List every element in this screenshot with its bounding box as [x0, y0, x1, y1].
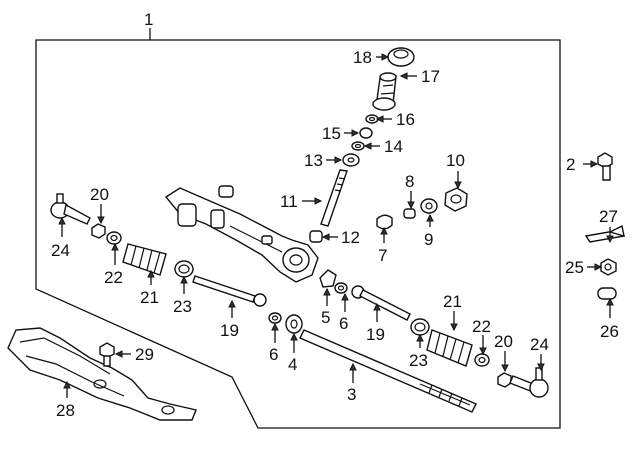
callout-14: 14 [384, 137, 403, 156]
part-20-nut-right[interactable] [497, 372, 512, 388]
part-5-clip[interactable] [319, 269, 337, 288]
part-26-grommet[interactable] [597, 287, 617, 300]
callout-2: 2 [566, 155, 575, 174]
callout-9: 9 [424, 230, 433, 249]
callout-23b: 23 [409, 351, 428, 370]
callout-10: 10 [446, 151, 465, 170]
part-19-inner-tie-rod-right[interactable] [351, 285, 411, 321]
callout-labels: 1 2 3 4 5 6 6 7 8 9 10 11 12 13 14 15 16… [51, 10, 619, 420]
callout-26: 26 [600, 322, 619, 341]
callout-24b: 24 [530, 335, 549, 354]
callout-3: 3 [347, 385, 356, 404]
part-8-plug[interactable] [403, 208, 416, 219]
part-22-clamp-right[interactable] [474, 353, 490, 367]
callout-18: 18 [353, 48, 372, 67]
part-18-cap[interactable] [387, 47, 415, 67]
part-25-nut[interactable] [600, 258, 617, 276]
callout-23a: 23 [173, 297, 192, 316]
part-7-cup[interactable] [376, 214, 393, 230]
part-6-washer-left[interactable] [268, 312, 282, 324]
part-10-nut[interactable] [444, 187, 468, 212]
callout-25: 25 [565, 258, 584, 277]
callout-21b: 21 [443, 292, 462, 311]
part-14-washer[interactable] [351, 141, 365, 151]
part-19-inner-tie-rod-left[interactable] [192, 275, 267, 307]
callout-19b: 19 [366, 325, 385, 344]
part-16-washer[interactable] [365, 114, 379, 124]
part-12-bearing[interactable] [309, 230, 323, 243]
callout-4: 4 [288, 355, 297, 374]
callout-13: 13 [304, 151, 323, 170]
part-24-tie-rod-end-left[interactable] [50, 193, 91, 225]
part-23-clamp-left[interactable] [174, 260, 194, 278]
callout-28: 28 [56, 401, 75, 420]
part-6-washer-right[interactable] [334, 282, 348, 294]
callout-22a: 22 [104, 268, 123, 287]
callout-6a: 6 [339, 314, 348, 333]
callout-16: 16 [396, 110, 415, 129]
callout-15: 15 [322, 124, 341, 143]
callout-11: 11 [280, 192, 298, 211]
callout-20a: 20 [90, 185, 109, 204]
leader-lines [58, 53, 614, 398]
part-17-boot[interactable] [372, 72, 397, 111]
part-steering-gear-housing[interactable] [164, 185, 319, 283]
callout-29: 29 [135, 345, 154, 364]
part-27-bracket[interactable] [584, 224, 626, 243]
part-20-nut-left[interactable] [91, 223, 106, 239]
callout-24a: 24 [51, 241, 70, 260]
part-9-bushing[interactable] [420, 198, 438, 214]
part-21-boot-left[interactable] [122, 243, 167, 276]
part-24-tie-rod-end-right[interactable] [509, 367, 549, 398]
part-23-clamp-right[interactable] [410, 318, 430, 336]
part-21-boot-right[interactable] [426, 329, 473, 367]
callout-12: 12 [341, 228, 360, 247]
assembly-frame [35, 39, 561, 429]
part-3-rack[interactable] [299, 329, 477, 413]
callout-21a: 21 [140, 288, 159, 307]
part-28-heat-shield[interactable] [7, 327, 197, 421]
part-4-mount-bushing[interactable] [285, 314, 303, 334]
callout-7: 7 [378, 246, 387, 265]
callout-5: 5 [321, 308, 330, 327]
part-2-bolt[interactable] [597, 152, 613, 181]
callout-20b: 20 [494, 332, 513, 351]
callout-6b: 6 [269, 345, 278, 364]
part-15-bushing[interactable] [359, 127, 373, 139]
callout-8: 8 [405, 172, 414, 191]
callout-19a: 19 [220, 321, 239, 340]
part-11-pinion-shaft[interactable] [320, 169, 348, 227]
callout-1: 1 [144, 10, 153, 29]
part-13-seal[interactable] [342, 153, 360, 167]
callout-17: 17 [421, 67, 440, 86]
callout-27: 27 [599, 207, 618, 226]
part-29-bolt[interactable] [99, 342, 115, 367]
callout-22b: 22 [472, 317, 491, 336]
part-22-clamp-left[interactable] [106, 231, 122, 245]
